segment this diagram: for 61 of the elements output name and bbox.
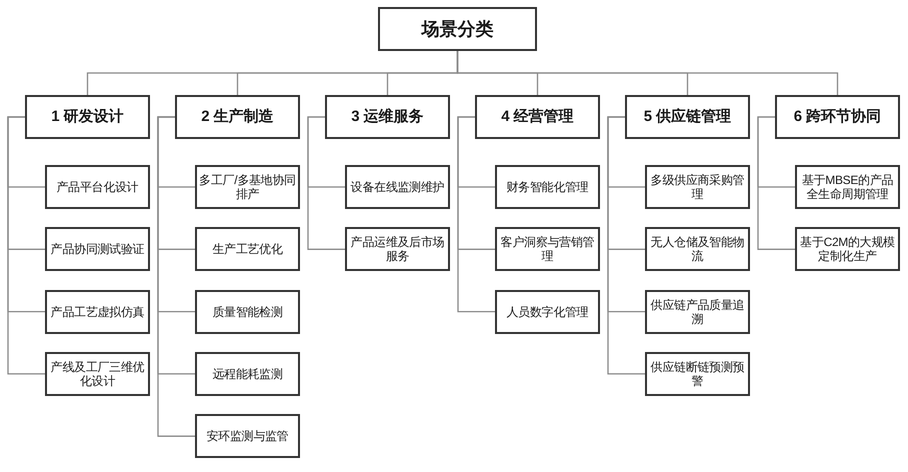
category-box (625, 95, 750, 139)
item-box (195, 290, 300, 334)
box-text: 生产工艺优化 (212, 242, 283, 256)
box-text: 6 跨环节协同 (794, 106, 882, 127)
category-box (475, 95, 600, 139)
item-box (495, 290, 600, 334)
box-text: 财务智能化管理 (506, 180, 588, 194)
item-box (195, 414, 300, 458)
category-box (775, 95, 900, 139)
box-text: 基于C2M的大规模定制化生产 (799, 235, 896, 264)
box-text: 远程能耗监测 (212, 366, 283, 381)
item-box (795, 227, 900, 272)
item-box (645, 165, 750, 209)
box-text: 产品工艺虚拟仿真 (50, 304, 144, 319)
box-text: 场景分类 (422, 18, 494, 40)
box-text: 安环监测与监管 (206, 429, 288, 444)
item-box (495, 227, 600, 272)
box-text: 产品协同测试验证 (50, 242, 144, 256)
box-text: 客户洞察与营销管理 (500, 235, 596, 264)
box-text: 产线及工厂三维优化设计 (50, 360, 146, 388)
connector-line (307, 116, 345, 250)
item-box (795, 165, 900, 209)
box-text: 无人仓储及智能物流 (650, 235, 746, 264)
item-box (345, 165, 450, 209)
category-box (25, 95, 150, 139)
box-text: 基于MBSE的产品全生命周期管理 (800, 173, 894, 201)
item-box (45, 352, 150, 396)
connector-line (7, 116, 45, 375)
box-text: 产品运维及后市场服务 (350, 235, 446, 264)
item-box (195, 165, 300, 209)
item-box (495, 165, 600, 209)
box-text: 人员数字化管理 (506, 304, 588, 319)
item-box (195, 227, 300, 272)
connector-line (456, 51, 838, 95)
box-text: 供应链产品质量追溯 (650, 298, 746, 326)
box-text: 设备在线监测维护 (350, 180, 444, 194)
box-text: 2 生产制造 (201, 106, 274, 127)
box-text: 5 供应链管理 (644, 106, 732, 127)
box-text: 质量智能检测 (212, 304, 283, 319)
item-box (195, 352, 300, 396)
connector-line (607, 116, 645, 375)
box-text: 1 研发设计 (51, 106, 124, 127)
item-box (45, 227, 150, 272)
connector-line (457, 116, 495, 312)
root-box (378, 7, 537, 51)
box-text: 供应链断链预测预警 (650, 360, 746, 388)
item-box (345, 227, 450, 272)
box-text: 4 经营管理 (501, 106, 574, 127)
category-box (325, 95, 450, 139)
item-box (645, 227, 750, 272)
box-text: 多级供应商采购管理 (650, 173, 746, 201)
box-text: 产品平台化设计 (56, 180, 138, 194)
category-box (175, 95, 300, 139)
connector-line (157, 116, 195, 437)
connector-line (757, 116, 795, 250)
item-box (645, 352, 750, 396)
item-box (45, 290, 150, 334)
box-text: 多工厂/多基地协同排产 (198, 173, 297, 201)
item-box (45, 165, 150, 209)
item-box (645, 290, 750, 334)
box-text: 3 运维服务 (351, 106, 424, 127)
